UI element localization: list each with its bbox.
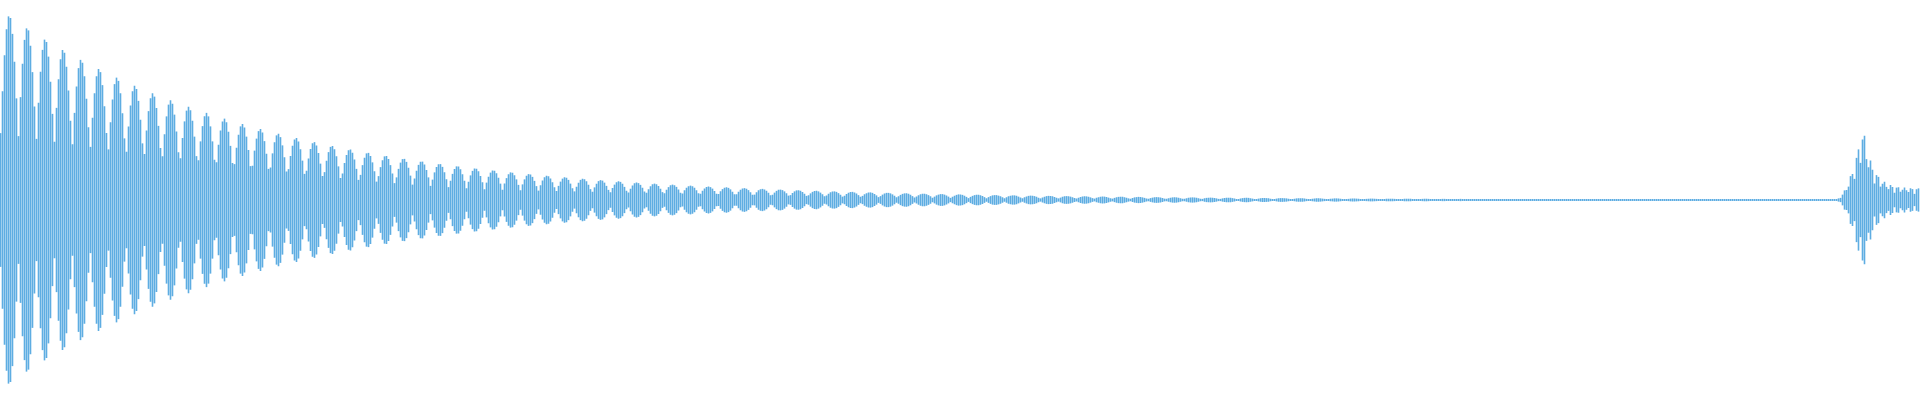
- waveform-bars: [0, 16, 1920, 384]
- waveform-path: [0, 16, 1920, 384]
